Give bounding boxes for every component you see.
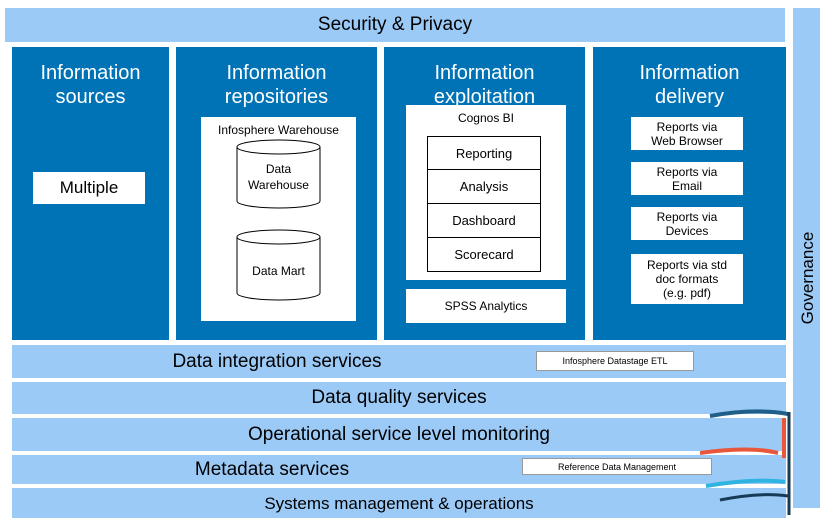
governance-label: Governance (798, 231, 817, 325)
data-mart-cylinder: Data Mart (236, 229, 321, 301)
band-label: Data quality services (311, 387, 487, 408)
container-title: Cognos BI (457, 111, 515, 125)
column-information-exploitation: Information exploitation Cognos BI Repor… (384, 47, 585, 340)
cylinder-icon (236, 229, 321, 301)
scorecard-item: Scorecard (427, 237, 541, 272)
spss-analytics-box: SPSS Analytics (406, 289, 566, 323)
security-privacy-label: Security & Privacy (317, 14, 473, 35)
delivery-devices: Reports via Devices (631, 207, 743, 240)
column-information-delivery: Information delivery Reports via Web Bro… (593, 47, 786, 340)
band-label: Systems management & operations (264, 494, 534, 513)
cylinder-label: Data Warehouse (248, 162, 309, 192)
data-integration-band: Data integration services Infosphere Dat… (12, 345, 786, 378)
column-information-repositories: Information repositories Infosphere Ware… (176, 47, 377, 340)
reporting-item: Reporting (427, 136, 541, 170)
delivery-web-browser: Reports via Web Browser (631, 117, 743, 150)
analysis-item: Analysis (427, 169, 541, 204)
column-title: Information exploitation (433, 62, 536, 108)
dashboard-item: Dashboard (427, 203, 541, 238)
infosphere-warehouse-container: Infosphere Warehouse Data Warehouse Data… (201, 117, 356, 321)
column-title: Information delivery (639, 62, 740, 108)
data-warehouse-cylinder: Data Warehouse (236, 139, 321, 209)
column-title: Information sources (40, 62, 141, 108)
governance-band: Governance (793, 8, 820, 508)
cognos-bi-container: Cognos BI Reporting Analysis Dashboard S… (406, 105, 566, 280)
metadata-services-band: Metadata services Reference Data Managem… (12, 455, 786, 484)
reference-data-tag: Reference Data Management (522, 458, 712, 475)
delivery-doc-formats: Reports via std doc formats (e.g. pdf) (631, 254, 743, 304)
band-label: Metadata services (194, 458, 350, 480)
corner-graphic-icon (700, 409, 791, 515)
column-information-sources: Information sources Multiple (12, 47, 169, 340)
datastage-etl-tag: Infosphere Datastage ETL (536, 351, 694, 371)
systems-management-band: Systems management & operations (12, 488, 786, 518)
container-title: Infosphere Warehouse (218, 123, 339, 137)
column-title: Information repositories (224, 62, 329, 108)
security-privacy-band: Security & Privacy (5, 8, 785, 42)
multiple-label: Multiple (59, 178, 119, 197)
cylinder-label: Data Mart (252, 264, 305, 278)
delivery-email: Reports via Email (631, 162, 743, 195)
data-quality-band: Data quality services (12, 382, 786, 414)
band-label: Data integration services (172, 350, 382, 372)
multiple-box: Multiple (33, 172, 145, 204)
operational-monitoring-band: Operational service level monitoring (12, 418, 786, 451)
cylinder-icon (236, 139, 321, 209)
band-label: Operational service level monitoring (247, 423, 551, 445)
